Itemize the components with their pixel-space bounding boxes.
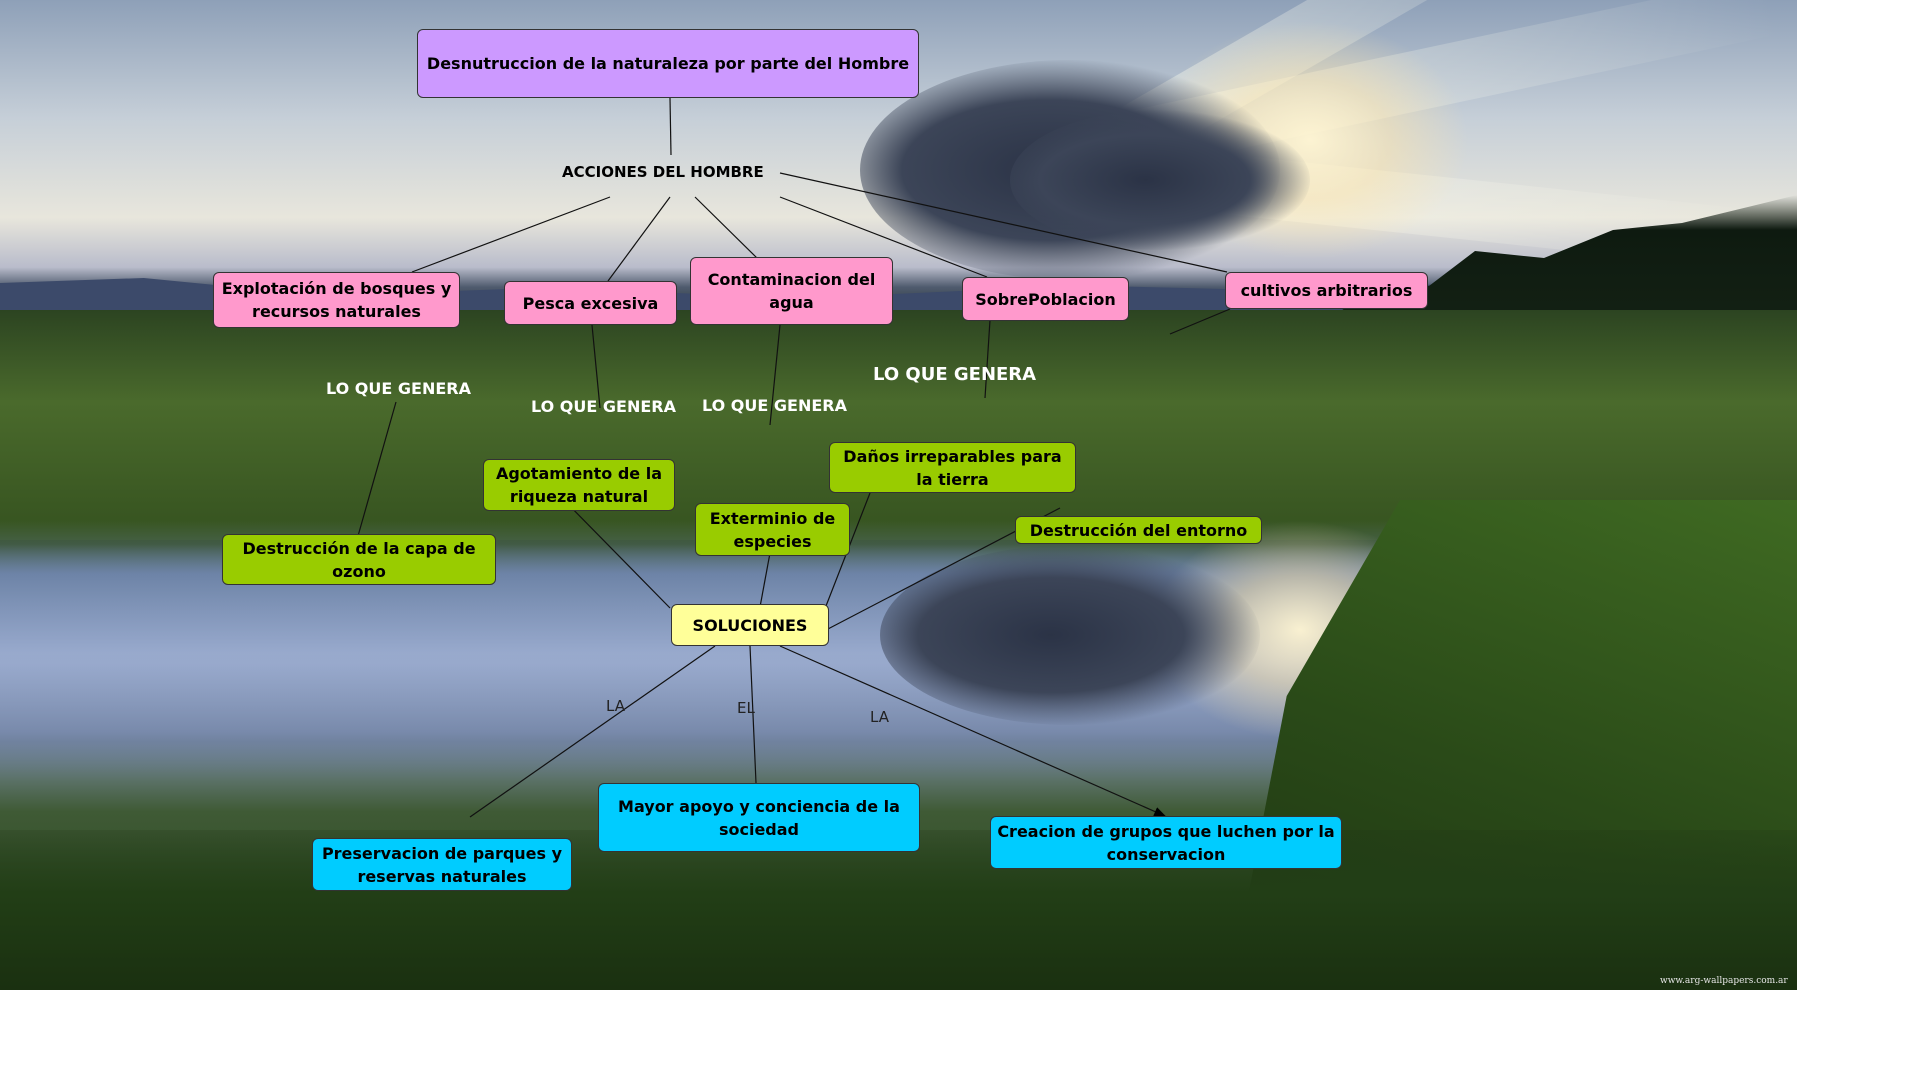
effect-to-solutions-line	[559, 495, 671, 609]
watermark: www.arg-wallpapers.com.ar	[1660, 976, 1788, 986]
solutions-to-solution-line	[779, 645, 1167, 817]
solutions-to-solution-line	[469, 645, 716, 818]
effect-text: Destrucción de la capa de ozono	[242, 538, 476, 581]
effect-text: Daños irreparables para la tierra	[843, 446, 1062, 489]
action-node-contaminacion[interactable]: Contaminacion del agua	[690, 257, 893, 325]
solutions-text: SOLUCIONES	[692, 615, 808, 635]
link-label-lo-que-genera: LO QUE GENERA	[873, 364, 1037, 385]
action-text: Explotación de bosques y recursos natura…	[221, 279, 452, 321]
title-text: Desnutruccion de la naturaleza por parte…	[426, 54, 910, 73]
action-to-effect-line	[1169, 308, 1231, 335]
hub-to-action-line	[411, 196, 611, 273]
hub-to-action-line	[779, 196, 988, 278]
solutions-node[interactable]: SOLUCIONES	[671, 604, 829, 646]
solution-node-apoyo[interactable]: Mayor apoyo y conciencia de la sociedad	[598, 783, 920, 852]
effect-node-danos[interactable]: Daños irreparables para la tierra	[829, 442, 1076, 493]
action-text: cultivos arbitrarios	[1240, 281, 1413, 300]
effect-node-agotamiento[interactable]: Agotamiento de la riqueza natural	[483, 459, 675, 511]
effect-text: Destrucción del entorno	[1029, 520, 1248, 540]
storm-cloud	[1010, 110, 1310, 250]
action-to-effect-line	[769, 324, 781, 426]
link-label-lo-que-genera: LO QUE GENERA	[702, 396, 847, 415]
action-to-effect-line	[591, 324, 601, 409]
effect-node-destruccion-entorno[interactable]: Destrucción del entorno	[1015, 516, 1262, 544]
solution-node-grupos[interactable]: Creacion de grupos que luchen por la con…	[990, 816, 1342, 869]
foreground-grass	[0, 830, 1797, 990]
link-label-el: EL	[737, 699, 755, 717]
link-label-lo-que-genera: LO QUE GENERA	[326, 379, 471, 398]
title-to-hub-line	[669, 97, 672, 156]
hub-to-action-line	[779, 172, 1228, 273]
action-to-effect-line	[984, 319, 991, 399]
action-to-effect-line	[357, 401, 397, 537]
link-label-la: LA	[606, 697, 625, 715]
effect-to-solutions-line	[759, 552, 771, 608]
effect-text: Agotamiento de la riqueza natural	[495, 464, 663, 506]
action-node-explotacion[interactable]: Explotación de bosques y recursos natura…	[213, 272, 460, 328]
title-node[interactable]: Desnutruccion de la naturaleza por parte…	[417, 29, 919, 98]
link-label-lo-que-genera: LO QUE GENERA	[531, 397, 676, 416]
action-text: Pesca excesiva	[522, 293, 659, 313]
action-node-sobrepoblacion[interactable]: SobrePoblacion	[962, 277, 1129, 321]
cloud-reflection	[880, 545, 1260, 725]
action-node-cultivos[interactable]: cultivos arbitrarios	[1225, 272, 1428, 309]
effect-node-ozono[interactable]: Destrucción de la capa de ozono	[222, 534, 496, 585]
action-text: Contaminacion del agua	[707, 270, 876, 312]
solution-text: Mayor apoyo y conciencia de la sociedad	[618, 796, 900, 839]
effect-text: Exterminio de especies	[709, 508, 836, 551]
solution-node-preservacion[interactable]: Preservacion de parques y reservas natur…	[312, 838, 572, 891]
hub-to-action-line	[607, 196, 671, 282]
solution-text: Creacion de grupos que luchen por la con…	[997, 821, 1335, 864]
hub-to-action-line	[694, 196, 759, 260]
solution-text: Preservacion de parques y reservas natur…	[321, 843, 563, 886]
hub-label: ACCIONES DEL HOMBRE	[562, 163, 764, 181]
solutions-to-solution-line	[749, 645, 757, 784]
action-text: SobrePoblacion	[975, 289, 1116, 309]
effect-node-exterminio[interactable]: Exterminio de especies	[695, 503, 850, 556]
link-label-la: LA	[870, 708, 889, 726]
action-node-pesca[interactable]: Pesca excesiva	[504, 281, 677, 325]
